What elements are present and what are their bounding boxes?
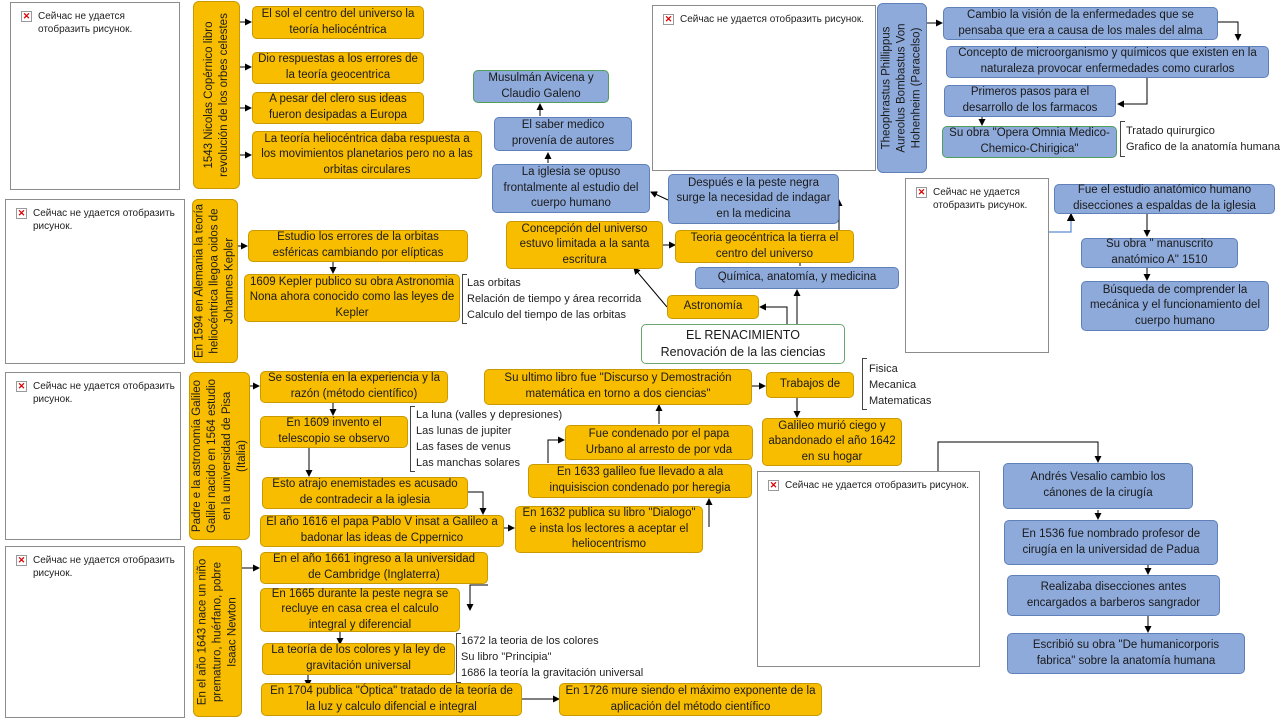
paracelso-list-item-1: Tratado quirurgico [1126,125,1215,137]
paracelso-list-brace [1120,121,1125,157]
newton-list-item-3: 1686 la teoría la gravitación universal [461,667,644,679]
newton-item-4: En 1704 publica "Óptica" tratado de la t… [261,683,522,716]
paracelso-title: Theophrastus Phillippus Aureolus Bombast… [880,23,923,153]
broken-image-icon: ✕ [16,381,27,392]
galileo-item-7: Fue condenado por el papa Urbano al arre… [565,425,753,460]
telescope-list-item-4: Las manchas solares [416,457,520,469]
copernico-item-1: El sol el centro del universo la teoría … [252,6,424,39]
kepler-list-brace [462,274,467,324]
galileo-item-4: El año 1616 el papa Pablo V insat a Gali… [260,515,504,547]
leonardo-item-1: Fue el estudio anatómico humano diseccio… [1054,184,1275,214]
newton-list-item-2: Su libro "Principia" [461,651,552,663]
image-placeholder-leonardo: ✕ Сейчас не удается отобразить рисунок. [905,178,1049,353]
broken-image-icon: ✕ [768,480,779,491]
copernico-item-2: Dio respuestas a los errores de la teorí… [252,52,424,84]
center-title: EL RENACIMIENTO [686,328,800,343]
vesalio-item-4: Escribió su obra "De humanicorporis fabr… [1007,633,1245,674]
galileo-item-10: Galileo murió ciego y abandonado el año … [762,418,902,466]
image-placeholder-paracelso: ✕ Сейчас не удается отобразить рисунок. [652,5,876,171]
trabajos-list-item-2: Mecanica [869,379,917,391]
placeholder-text: Сейчас не удается отобразить рисунок. [33,208,175,232]
telescope-list-item-2: Las lunas de jupiter [416,425,512,437]
newton-list-item-1: 1672 la teoria de los colores [461,635,599,647]
broken-image-icon: ✕ [21,11,32,22]
concepcion-universo: Concepción del universo estuvo limitada … [506,221,663,269]
musulman-avicena-galeno: Musulmán Avicena y Claudio Galeno [473,70,609,103]
image-placeholder-galileo: ✕ Сейчас не удается отобразить рисунок. [5,372,181,540]
trabajos-list-item-3: Matematicas [869,395,932,407]
trabajos-list-item-1: Fisica [869,363,898,375]
paracelso-item-1: Cambio la visión de la enfermedades que … [943,7,1218,40]
paracelso-title-box: Theophrastus Phillippus Aureolus Bombast… [877,3,927,173]
trabajos-list-brace [862,358,867,410]
kepler-title: En 1594 en Alemania la teoría heliocéntr… [193,203,236,359]
paracelso-item-4: Su obra "Opera Omnia Medico-Chemico-Chir… [942,126,1117,158]
copernico-item-3: A pesar del clero sus ideas fueron desip… [252,92,424,124]
leonardo-item-2: Su obra " manuscrito anatómico A" 1510 [1081,238,1238,268]
vesalio-item-1: Andrés Vesalio cambio los cánones de la … [1003,463,1193,509]
trabajos-de-box: Trabajos de [766,372,854,398]
paracelso-item-3: Primeros pasos para el desarrollo de los… [944,85,1116,117]
placeholder-text: Сейчас не удается отобразить рисунок. [38,11,133,35]
newton-list-brace [456,633,461,683]
galileo-item-8: Su ultimo libro fue "Discurso y Demostra… [484,369,752,405]
newton-title-box: En el año 1643 nace un niño prematuro, h… [193,546,242,717]
center-node: EL RENACIMIENTO Renovación de la las cie… [641,324,845,364]
quimica-anatomia-medicina: Química, anatomía, y medicina [695,267,899,289]
kepler-list-item-1: Las orbitas [467,277,521,289]
galileo-item-3: Esto atrajo enemistades es acusado de co… [262,477,468,509]
vesalio-item-3: Realizaba disecciones antes encargados a… [1007,575,1220,616]
teoria-geocentrica: Teoria geocéntrica la tierra el centro d… [675,230,854,263]
galileo-title-box: Padre e la astronomía Galileo Galilei na… [189,372,250,540]
paracelso-item-2: Concepto de microorganismo y químicos qu… [946,46,1269,78]
newton-item-3: La teoría de los colores y la ley de gra… [262,643,455,675]
image-placeholder-vesalio: ✕ Сейчас не удается отобразить рисунок. [757,471,980,667]
kepler-list-item-3: Calculo del tiempo de las orbitas [467,309,626,321]
telescope-list-brace [410,406,415,472]
broken-image-icon: ✕ [916,187,927,198]
copernico-title: 1543 Nicolas Copérnico libro revolución … [202,13,230,177]
telescope-list: La luna (valles y depresiones) Las lunas… [411,407,562,471]
kepler-list: Las orbitas Relación de tiempo y área re… [462,275,641,323]
placeholder-text: Сейчас не удается отобразить рисунок. [33,555,175,579]
telescope-list-item-3: Las fases de venus [416,441,511,453]
image-placeholder-newton: ✕ Сейчас не удается отобразить рисунок. [5,546,185,718]
placeholder-text: Сейчас не удается отобразить рисунок. [680,14,864,25]
newton-item-1: En el año 1661 ingreso a la universidad … [260,552,488,584]
kepler-title-box: En 1594 en Alemania la teoría heliocéntr… [192,199,238,363]
image-placeholder-copernico: ✕ Сейчас не удается отобразить рисунок. [10,2,180,190]
broken-image-icon: ✕ [16,555,27,566]
kepler-list-item-2: Relación de tiempo y área recorrida [467,293,642,305]
broken-image-icon: ✕ [663,14,674,25]
copernico-item-4: La teoría heliocéntrica daba respuesta a… [252,131,482,179]
iglesia-opuso: La iglesia se opuso frontalmente al estu… [492,164,650,213]
paracelso-list-item-2: Grafico de la anatomía humana [1126,141,1280,153]
trabajos-list: Fisica Mecanica Matematicas [864,361,931,409]
newton-item-5: En 1726 mure siendo el máximo exponente … [559,683,822,716]
placeholder-text: Сейчас не удается отобразить рисунок. [933,187,1028,211]
galileo-item-5: En 1632 publica su libro "Dialogo" e ins… [515,506,703,553]
placeholder-text: Сейчас не удается отобразить рисунок. [785,480,969,491]
center-subtitle: Renovación de la las ciencias [660,345,826,359]
astronomia-box: Astronomía [667,295,759,319]
copernico-title-box: 1543 Nicolas Copérnico libro revolución … [193,1,240,189]
saber-medico: El saber medico provenía de autores [494,117,632,151]
newton-title: En el año 1643 nace un niño prematuro, h… [196,558,238,705]
galileo-title: Padre e la astronomía Galileo Galilei na… [190,378,248,534]
broken-image-icon: ✕ [16,208,27,219]
newton-list: 1672 la teoria de los colores Su libro "… [456,633,643,681]
newton-item-2: En 1665 durante la peste negra se recluy… [260,588,460,632]
galileo-item-2: En 1609 invento el telescopio se observo [260,416,408,448]
peste-negra-medicina: Después e la peste negra surge la necesi… [668,174,839,224]
image-placeholder-kepler: ✕ Сейчас не удается отобразить рисунок. [5,199,185,364]
kepler-item-2: 1609 Kepler publico su obra Astronomia N… [244,274,460,322]
paracelso-list: Tratado quirurgico Grafico de la anatomí… [1121,123,1280,155]
kepler-item-1: Estudio los errores de la orbitas esféri… [248,230,468,262]
galileo-item-6: En 1633 galileo fue llevado a ala inquis… [528,464,752,498]
telescope-list-item-1: La luna (valles y depresiones) [416,409,563,421]
placeholder-text: Сейчас не удается отобразить рисунок. [33,381,175,405]
leonardo-item-3: Búsqueda de comprender la mecánica y el … [1081,281,1269,331]
vesalio-item-2: En 1536 fue nombrado profesor de cirugía… [1004,520,1218,565]
galileo-item-1: Se sostenía en la experiencia y la razón… [260,371,448,403]
